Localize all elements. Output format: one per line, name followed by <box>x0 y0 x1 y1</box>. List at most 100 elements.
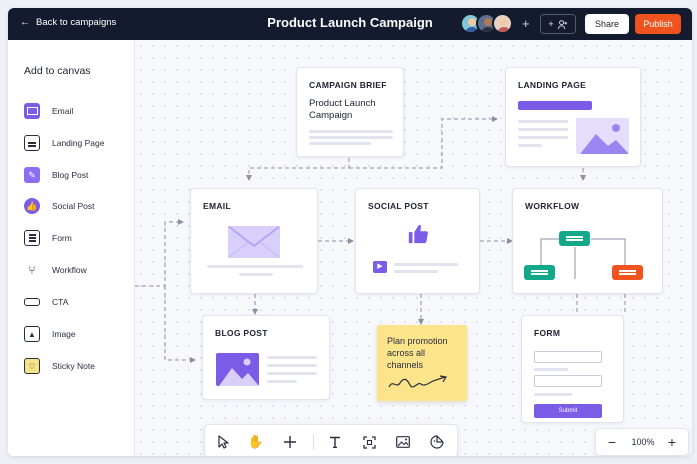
sidebar-item-sticky-note[interactable]: ♡ Sticky Note <box>24 357 95 375</box>
top-bar: ← Back to campaigns Product Launch Campa… <box>8 8 692 40</box>
card-title: SOCIAL POST <box>368 201 429 211</box>
back-label: Back to campaigns <box>36 17 117 28</box>
form-icon <box>24 230 40 246</box>
text-line <box>239 273 273 276</box>
image-icon[interactable] <box>394 433 412 451</box>
brief-body-text: Product Launch Campaign <box>309 98 376 121</box>
email-card[interactable]: EMAIL <box>190 188 318 294</box>
text-line <box>394 263 458 266</box>
connector <box>164 286 196 363</box>
workflow-card[interactable]: WORKFLOW <box>512 188 663 294</box>
card-title: LANDING PAGE <box>518 80 587 90</box>
image-icon: ▲ <box>24 326 40 342</box>
avatar[interactable] <box>476 13 497 34</box>
sidebar: Add to canvas Email Landing Page Blog Po… <box>8 40 135 456</box>
plus-icon[interactable]: + <box>522 16 530 31</box>
connector-lines <box>135 116 626 363</box>
sidebar-item-form[interactable]: Form <box>24 229 72 247</box>
blog-post-card[interactable]: BLOG POST <box>202 315 330 400</box>
play-video-icon: ▶ <box>373 261 387 273</box>
envelope-icon <box>228 226 280 258</box>
person-add-icon <box>557 19 567 29</box>
sidebar-item-landing-page[interactable]: Landing Page <box>24 134 104 152</box>
sidebar-item-label: Image <box>52 329 76 339</box>
text-line <box>534 393 572 396</box>
sidebar-item-label: Landing Page <box>52 138 105 148</box>
card-title: WORKFLOW <box>525 201 580 211</box>
hand-icon[interactable]: ✋ <box>247 434 265 449</box>
sidebar-item-workflow[interactable]: ⑂ Workflow <box>24 261 87 279</box>
card-title: BLOG POST <box>215 328 268 338</box>
toolbar-divider <box>313 434 314 450</box>
zoom-control: − 100% + <box>595 428 689 456</box>
sticker-icon[interactable] <box>428 433 446 451</box>
form-field-preview <box>534 351 602 363</box>
sidebar-item-label: Email <box>52 106 74 116</box>
frame-icon[interactable] <box>360 433 378 451</box>
back-to-campaigns-link[interactable]: ← Back to campaigns <box>20 17 116 28</box>
card-title: CAMPAIGN BRIEF <box>309 80 387 90</box>
sidebar-item-email[interactable]: Email <box>24 102 73 120</box>
avatar[interactable] <box>492 13 513 34</box>
share-button[interactable]: Share <box>585 14 629 34</box>
squiggle-arrow-icon <box>388 375 447 388</box>
cta-icon <box>24 298 40 306</box>
form-card[interactable]: FORM Submit <box>521 315 624 423</box>
text-icon[interactable] <box>326 433 344 451</box>
connector <box>246 158 350 181</box>
collaborator-avatars[interactable] <box>460 13 513 35</box>
sidebar-item-label: Social Post <box>52 201 95 211</box>
invite-button[interactable]: + <box>540 14 576 34</box>
plus-icon[interactable] <box>281 433 299 451</box>
canvas[interactable]: CAMPAIGN BRIEF Product Launch Campaign L… <box>135 40 692 456</box>
workflow-icon: ⑂ <box>28 263 36 277</box>
connector <box>349 116 498 169</box>
select-icon[interactable] <box>215 433 233 451</box>
text-line <box>518 144 542 147</box>
text-line <box>394 270 438 273</box>
text-line <box>309 142 371 145</box>
sidebar-item-label: Sticky Note <box>52 361 95 371</box>
email-icon <box>24 103 40 119</box>
form-field-preview <box>534 375 602 387</box>
bottom-toolbar: ✋ <box>204 424 458 456</box>
campaign-brief-card[interactable]: CAMPAIGN BRIEF Product Launch Campaign <box>296 67 404 157</box>
zoom-in-button[interactable]: + <box>667 434 677 450</box>
workflow-start-node <box>559 231 590 246</box>
sidebar-item-blog-post[interactable]: Blog Post <box>24 166 88 184</box>
publish-button[interactable]: Publish <box>635 14 681 34</box>
text-line <box>309 136 393 139</box>
workflow-connectors <box>540 238 626 279</box>
card-title: FORM <box>534 328 561 338</box>
sidebar-item-image[interactable]: ▲ Image <box>24 325 76 343</box>
sidebar-heading: Add to canvas <box>24 65 91 77</box>
sidebar-item-label: Blog Post <box>52 170 89 180</box>
sidebar-item-cta[interactable]: CTA <box>24 293 68 311</box>
workflow-branch-node <box>612 265 643 280</box>
card-title: EMAIL <box>203 201 231 211</box>
thumbs-up-icon: 👍 <box>24 198 40 214</box>
landing-page-icon <box>24 135 40 151</box>
text-line <box>207 265 303 268</box>
text-line <box>534 368 568 371</box>
zoom-out-button[interactable]: − <box>607 434 617 450</box>
image-placeholder-icon <box>576 118 629 154</box>
plus-icon: + <box>548 19 554 29</box>
thumbs-up-icon <box>407 223 429 245</box>
connector <box>135 219 184 287</box>
sticky-note[interactable]: Plan promotion across all channels <box>377 325 467 401</box>
text-line <box>518 136 568 139</box>
form-submit-preview: Submit <box>534 404 602 418</box>
sticky-note-icon: ♡ <box>24 358 40 374</box>
text-line <box>267 356 317 359</box>
text-line <box>518 128 568 131</box>
sidebar-item-label: Workflow <box>52 265 87 275</box>
blog-post-icon <box>24 167 40 183</box>
social-post-card[interactable]: SOCIAL POST ▶ <box>355 188 480 294</box>
sidebar-item-social-post[interactable]: 👍 Social Post <box>24 197 95 215</box>
text-line <box>267 380 297 383</box>
app-window: ← Back to campaigns Product Launch Campa… <box>8 8 692 456</box>
image-placeholder-icon <box>216 353 259 386</box>
sidebar-item-label: Form <box>52 233 72 243</box>
landing-page-card[interactable]: LANDING PAGE <box>505 67 641 167</box>
